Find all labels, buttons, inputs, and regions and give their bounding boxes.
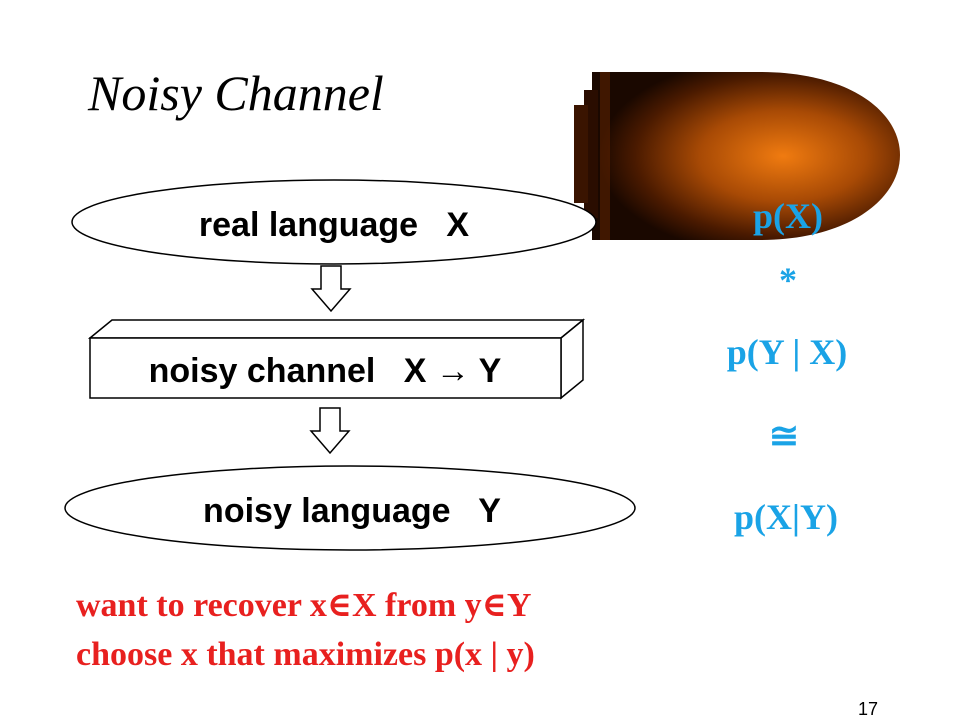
real-language-ellipse — [71, 179, 597, 265]
formula-prior: p(X) — [753, 196, 823, 236]
formula-times: * — [779, 260, 797, 300]
formula-posterior: p(X|Y) — [734, 497, 838, 537]
formula-approx: ≅ — [769, 416, 799, 456]
real-language-label: real language X — [199, 206, 470, 244]
note-line-2: choose x that maximizes p(x | y) — [76, 636, 535, 673]
noisy-language-label: noisy language Y — [203, 492, 501, 530]
down-arrow-icon — [310, 265, 352, 313]
down-arrow-icon — [309, 407, 351, 455]
page-number: 17 — [858, 699, 878, 719]
noisy-channel-label: noisy channel X → Y — [149, 352, 502, 390]
noisy-language-ellipse — [64, 465, 636, 551]
note-line-1: want to recover x∈X from y∈Y — [76, 587, 531, 624]
noisy-channel-box — [87, 318, 586, 400]
formula-likelihood: p(Y | X) — [727, 332, 848, 372]
page-title: Noisy Channel — [87, 65, 384, 121]
